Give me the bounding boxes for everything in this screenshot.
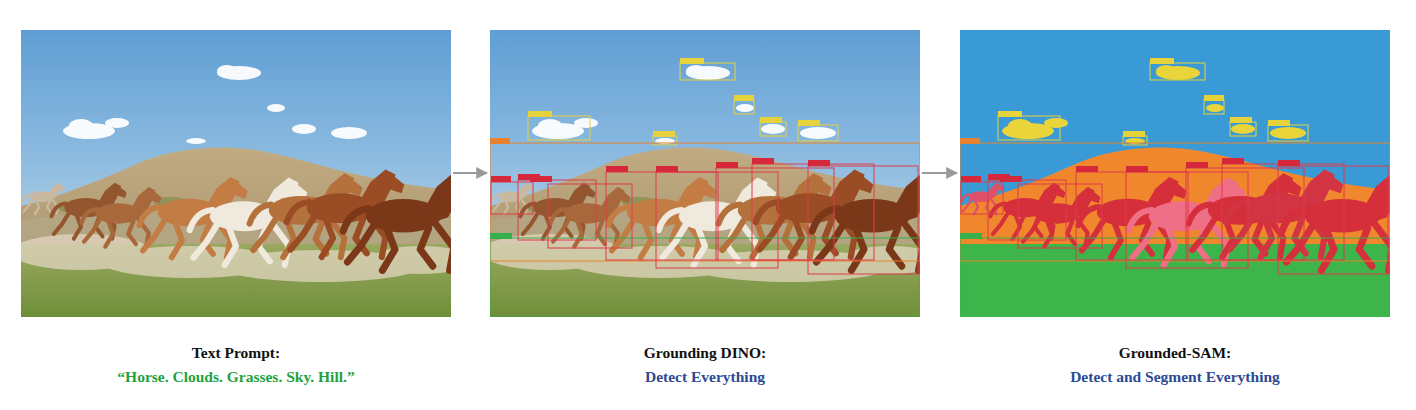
panel-caption: Text Prompt:“Horse. Clouds. Grasses. Sky… xyxy=(21,341,451,389)
panel-caption: Grounding DINO:Detect Everything xyxy=(490,341,920,389)
caption-title: Text Prompt: xyxy=(21,341,451,365)
photo-scene xyxy=(480,30,944,317)
image-panel: Grounding DINO:Detect Everything xyxy=(490,30,920,393)
caption-subtitle: Detect and Segment Everything xyxy=(960,365,1390,389)
image-panel: Grounded-SAM:Detect and Segment Everythi… xyxy=(960,30,1390,393)
flow-arrow xyxy=(922,172,957,174)
photo-scene xyxy=(11,30,475,317)
caption-title: Grounded-SAM: xyxy=(960,341,1390,365)
caption-subtitle: Detect Everything xyxy=(490,365,920,389)
bounding-boxes xyxy=(490,58,920,317)
segmentation-photo xyxy=(960,30,1414,317)
caption-subtitle: “Horse. Clouds. Grasses. Sky. Hill.” xyxy=(21,365,451,389)
input-photo xyxy=(11,30,475,317)
detection-photo xyxy=(480,30,944,317)
image-panel: Text Prompt:“Horse. Clouds. Grasses. Sky… xyxy=(21,30,451,393)
segmentation-masks xyxy=(960,30,1414,317)
bounding-boxes xyxy=(960,58,1390,317)
flow-arrow xyxy=(453,172,487,174)
caption-title: Grounding DINO: xyxy=(490,341,920,365)
panel-caption: Grounded-SAM:Detect and Segment Everythi… xyxy=(960,341,1390,389)
